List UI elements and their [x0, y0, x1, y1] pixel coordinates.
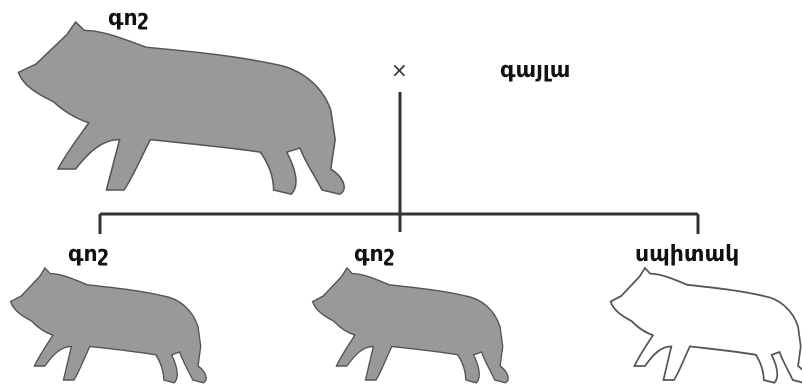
parent-left-label: գոշ	[108, 6, 149, 31]
offspring-wolf-2	[311, 267, 509, 384]
offspring-wolf-3	[609, 267, 802, 384]
parent-gray-wolf	[17, 20, 346, 196]
offspring-label-3: սպիտակ	[635, 242, 740, 267]
cross-symbol: ×	[391, 58, 408, 82]
offspring-label-1: գոշ	[68, 242, 109, 267]
offspring-wolf-1	[9, 267, 207, 384]
parent-right-label: գայլա	[500, 58, 571, 83]
offspring-label-2: գոշ	[354, 242, 395, 267]
